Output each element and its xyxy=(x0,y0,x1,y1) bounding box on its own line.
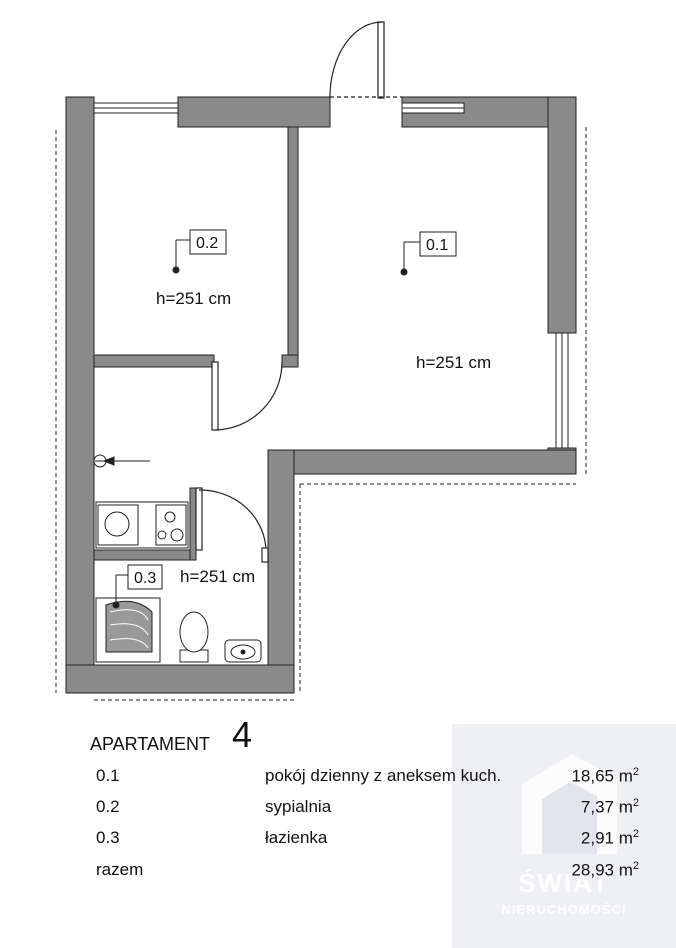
watermark-line2: NIERUCHOMOŚCI xyxy=(501,902,627,917)
watermark-line1: ŚWIAT xyxy=(518,868,610,898)
building-icon xyxy=(522,754,617,854)
row-name: pokój dzienny z aneksem kuch. xyxy=(265,766,502,785)
windows xyxy=(93,102,569,449)
kitchen xyxy=(95,501,189,549)
boiler-icon xyxy=(93,454,150,468)
entrance-door xyxy=(329,21,402,99)
room-height: h=251 cm xyxy=(416,353,491,372)
room-tag-0.1: 0.1 h=251 cm xyxy=(400,231,491,372)
row-code: 0.2 xyxy=(96,797,120,816)
room-tag-0.3: 0.3 h=251 cm xyxy=(112,564,255,609)
room-tag-0.2: 0.2 h=251 cm xyxy=(156,229,231,308)
row-area: 28,93 m2 xyxy=(571,860,639,880)
room-code: 0.2 xyxy=(196,235,218,252)
row-area: 2,91 m2 xyxy=(580,828,639,848)
row-code: razem xyxy=(96,860,144,879)
room-code: 0.1 xyxy=(426,237,448,254)
row-code: 0.1 xyxy=(96,766,120,785)
external-lines xyxy=(55,127,587,701)
legend-row-total: razem 28,93 m2 xyxy=(0,860,676,884)
legend-row: 0.1 pokój dzienny z aneksem kuch. 18,65 … xyxy=(0,766,676,790)
row-area: 18,65 m2 xyxy=(571,766,639,786)
legend-row: 0.2 sypialnia 7,37 m2 xyxy=(0,797,676,821)
bathroom xyxy=(95,597,262,663)
row-name: sypialnia xyxy=(265,797,332,816)
room-height: h=251 cm xyxy=(156,289,231,308)
row-area: 7,37 m2 xyxy=(580,797,639,817)
bathroom-door xyxy=(195,487,269,563)
room-height: h=251 cm xyxy=(180,567,255,586)
row-name: łazienka xyxy=(265,828,328,847)
row-code: 0.3 xyxy=(96,828,120,847)
bedroom-door xyxy=(211,361,283,431)
room-code: 0.3 xyxy=(134,570,156,587)
legend-row: 0.3 łazienka 2,91 m2 xyxy=(0,828,676,852)
legend-title: APARTAMENT xyxy=(90,734,211,754)
apartment-number: 4 xyxy=(232,714,253,755)
watermark-logo: ŚWIAT NIERUCHOMOŚCI xyxy=(452,724,676,948)
